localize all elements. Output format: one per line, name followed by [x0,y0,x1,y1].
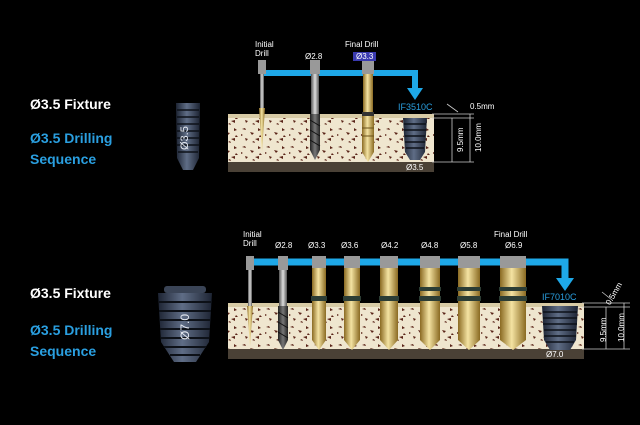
section2-drill-label-3-6: Ø3.6 [341,241,359,250]
section2-fixture-code: IF7010C [542,292,577,302]
sequence-arrow-1 [262,70,418,90]
section1-fixture-label: Ø3.5 [179,126,191,150]
sequence-arrowhead-1 [407,88,423,100]
drill-6-9-2 [499,256,527,350]
section2-drill-label-4-8: Ø4.8 [421,241,439,250]
bone-cortical-top-1 [228,114,434,118]
section1-fixture-title: Ø3.5 Fixture [30,96,111,112]
section1-total-label: 10.0mm [474,123,483,152]
drill-4-8-2 [419,256,441,350]
section2-drill-label-5-8: Ø5.8 [460,241,478,250]
section2-drill-label-4-2: Ø4.2 [381,241,399,250]
gum-base-2 [228,349,584,359]
section2-drilling-title-line2: Sequence [30,343,97,359]
section2-drill-label-3-3: Ø3.3 [308,241,326,250]
section2-final-drill-label: Final Drill [494,230,528,239]
section1-depth-label: 9.5mm [456,127,465,152]
section1-offset-label: 0.5mm [470,102,495,111]
section1-diagram [176,60,474,172]
section2-drill-label-6-9: Ø6.9 [505,241,523,250]
dimension-lines-1 [432,103,474,163]
drill-initial-1 [258,60,266,152]
section1-initial-drill-label: Initial Drill [255,40,274,58]
section2-initial-drill-line2: Drill [243,239,257,248]
side-implant-1 [176,103,200,170]
sequence-arrowhead-2 [556,278,574,291]
section1-initial-drill-line1: Initial [255,40,274,49]
section2-initial-drill-line1: Initial [243,230,262,239]
side-implant-2 [158,286,212,362]
drill-3-3-2 [311,256,327,350]
bone-block-1 [228,114,434,164]
section1-diameter-label: Ø3.5 [406,163,424,172]
drill-2-8-2 [277,256,289,350]
section1-final-drill-label: Final Drill [345,40,379,49]
implant-fixture-1 [403,118,427,160]
section2-total-label: 10.0mm [617,313,626,342]
section1-final-drill-size: Ø3.3 [353,52,377,61]
gum-base-1 [228,162,434,172]
section2-diagram [158,256,630,362]
section2-drilling-title: Ø3.5 Drilling Sequence [30,320,112,362]
drill-3-3-1 [362,60,374,162]
section1-drill-label-2-8: Ø2.8 [305,52,323,61]
dimension-lines-2 [582,291,630,350]
section2-fixture-label: Ø7.0 [178,313,192,340]
section2-drilling-title-line1: Ø3.5 Drilling [30,322,113,338]
section1-initial-drill-line2: Drill [255,49,269,58]
drill-2-8-1 [309,60,321,160]
implant-fixture-2 [542,306,578,350]
section2-fixture-title: Ø3.5 Fixture [30,285,111,301]
drill-5-8-2 [457,256,481,350]
bone-cortical-top-2 [228,303,584,307]
section1-drilling-title-line2: Sequence [30,151,97,167]
section2-drill-label-2-8: Ø2.8 [275,241,293,250]
section2-initial-drill-label: Initial Drill [243,230,262,248]
section2-depth-label: 9.5mm [599,317,608,342]
section1-fixture-code: IF3510C [398,102,433,112]
drill-3-6-2 [343,256,361,350]
drill-initial-2 [246,256,254,346]
drill-4-2-2 [379,256,399,350]
section1-drilling-title: Ø3.5 Drilling Sequence [30,128,112,170]
section2-diameter-label: Ø7.0 [546,350,564,359]
section1-drilling-title-line1: Ø3.5 Drilling [30,130,113,146]
